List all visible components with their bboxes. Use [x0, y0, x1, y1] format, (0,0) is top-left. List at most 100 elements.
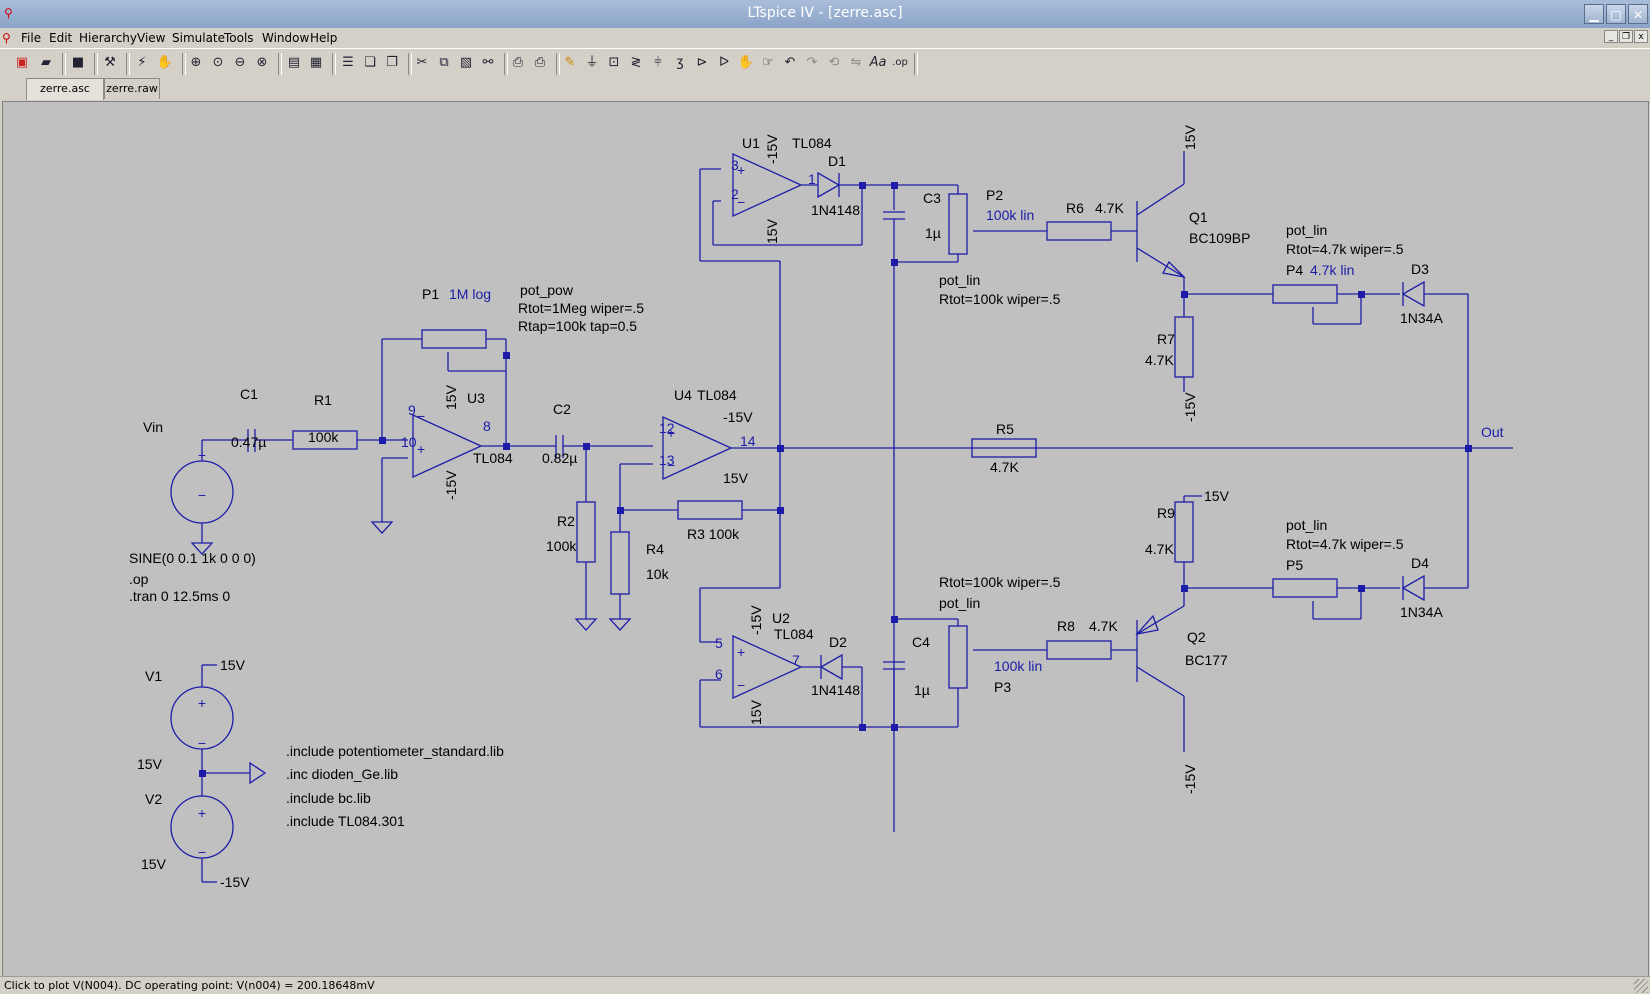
component-icon[interactable]: ᐅ [719, 55, 729, 70]
menu-edit[interactable]: Edit [49, 31, 73, 45]
label-p4[interactable]: P4 [1286, 262, 1303, 278]
label-u4-model[interactable]: TL084 [697, 387, 737, 403]
label-u1-vneg[interactable]: -15V [764, 134, 780, 164]
label-p3-value[interactable]: 100k lin [994, 658, 1042, 674]
label-r7[interactable]: R7 [1157, 331, 1175, 347]
label-r8[interactable]: R8 [1057, 618, 1075, 634]
label-u4-vpos[interactable]: 15V [723, 470, 749, 486]
label-r5[interactable]: R5 [996, 421, 1014, 437]
label-d4-model[interactable]: 1N34A [1400, 604, 1443, 620]
label-p2-model[interactable]: pot_lin [939, 272, 980, 288]
inductor-icon[interactable]: ʒ [676, 55, 684, 70]
mdi-restore-icon[interactable]: ❐ [1619, 30, 1633, 43]
label-v1[interactable]: V1 [145, 668, 162, 684]
label-u4[interactable]: U4 [674, 387, 692, 403]
label-r6-value[interactable]: 4.7K [1095, 200, 1124, 216]
resistor-icon[interactable]: ≷ [630, 55, 642, 70]
label-q1[interactable]: Q1 [1189, 209, 1208, 225]
new-schematic-icon[interactable]: ▣ [15, 55, 29, 70]
menu-hierarchy[interactable]: Hierarchy [79, 31, 138, 45]
rotate-icon[interactable]: ⟲ [828, 55, 840, 70]
label-q1-model[interactable]: BC109BP [1189, 230, 1250, 246]
label-c1-value[interactable]: 0.47µ [231, 434, 266, 450]
open-icon[interactable]: ▰ [41, 55, 51, 70]
label-u2-model[interactable]: TL084 [774, 626, 814, 642]
zoom-in-icon[interactable]: ⊕ [190, 55, 202, 70]
plot-settings-icon[interactable]: ▦ [309, 55, 323, 70]
label-r3[interactable]: R3 100k [687, 526, 740, 542]
label-u2-vneg[interactable]: -15V [748, 605, 764, 635]
label-u1[interactable]: U1 [742, 135, 760, 151]
label-p4-params[interactable]: Rtot=4.7k wiper=.5 [1286, 241, 1404, 257]
label-r2[interactable]: R2 [557, 513, 575, 529]
label-c3[interactable]: C3 [923, 190, 941, 206]
label-q2-emitter[interactable]: -15V [1182, 764, 1198, 794]
label-u1-model[interactable]: TL084 [792, 135, 832, 151]
directive-include-1[interactable]: .include potentiometer_standard.lib [286, 743, 504, 759]
label-p4-model[interactable]: pot_lin [1286, 222, 1327, 238]
paste-icon[interactable]: ▧ [459, 55, 473, 70]
label-u1-vpos[interactable]: 15V [764, 218, 780, 244]
move-icon[interactable]: ✋ [737, 55, 755, 70]
pan-icon[interactable]: ⊙ [212, 55, 224, 70]
minimize-icon[interactable]: ▁ [1584, 4, 1604, 24]
label-p1-value[interactable]: 1M log [449, 286, 491, 302]
label-d4[interactable]: D4 [1411, 555, 1429, 571]
label-p1-model[interactable]: pot_pow [520, 282, 574, 298]
halt-icon[interactable]: ✋ [156, 55, 174, 70]
redo-icon[interactable]: ↷ [806, 55, 818, 70]
print-icon[interactable]: ⎙ [534, 55, 546, 70]
label-d3-model[interactable]: 1N34A [1400, 310, 1443, 326]
cut-icon[interactable]: ✂ [416, 55, 428, 70]
cascade-icon[interactable]: ❏ [364, 55, 376, 70]
menu-tools[interactable]: Tools [224, 31, 254, 45]
label-p3-params[interactable]: Rtot=100k wiper=.5 [939, 574, 1061, 590]
label-sine[interactable]: SINE(0 0.1 1k 0 0 0) [129, 550, 256, 566]
diode-icon[interactable]: ⊳ [696, 55, 708, 70]
label-p5-model[interactable]: pot_lin [1286, 517, 1327, 533]
label-p5-params[interactable]: Rtot=4.7k wiper=.5 [1286, 536, 1404, 552]
zoom-out-icon[interactable]: ⊖ [234, 55, 246, 70]
copy-icon[interactable]: ⧉ [439, 55, 449, 70]
zoom-fit-icon[interactable]: ⊗ [256, 55, 268, 70]
schematic-drawing[interactable]: +− +− +− −+ +− +− +− Vin SINE(0 0.1 1k 0… [3, 102, 1648, 976]
label-u3-model[interactable]: TL084 [473, 450, 513, 466]
label-d1-model[interactable]: 1N4148 [811, 202, 860, 218]
menu-view[interactable]: View [137, 31, 166, 45]
menu-simulate[interactable]: Simulate [172, 31, 226, 45]
net-label-out[interactable]: Out [1481, 424, 1504, 440]
label-d3[interactable]: D3 [1411, 261, 1429, 277]
label-p1[interactable]: P1 [422, 286, 439, 302]
menu-help[interactable]: Help [310, 31, 338, 45]
label-r8-value[interactable]: 4.7K [1089, 618, 1118, 634]
label-q1-collector[interactable]: 15V [1182, 124, 1198, 150]
label-p3-model[interactable]: pot_lin [939, 595, 980, 611]
label-r9-value[interactable]: 4.7K [1145, 541, 1174, 557]
label-d2-model[interactable]: 1N4148 [811, 682, 860, 698]
label-r7-value[interactable]: 4.7K [1145, 352, 1174, 368]
label-c3-value[interactable]: 1µ [925, 225, 941, 241]
label-r9[interactable]: R9 [1157, 505, 1175, 521]
label-u2[interactable]: U2 [772, 610, 790, 626]
app-icon[interactable]: ⚲ [4, 6, 13, 20]
label-d1[interactable]: D1 [828, 153, 846, 169]
print-setup-icon[interactable]: ⎙ [512, 55, 524, 70]
mdi-minimize-icon[interactable]: _ [1604, 30, 1618, 43]
label-d2[interactable]: D2 [829, 634, 847, 650]
label-tran[interactable]: .tran 0 12.5ms 0 [129, 588, 230, 604]
undo-icon[interactable]: ↶ [784, 55, 796, 70]
label-v2[interactable]: V2 [145, 791, 162, 807]
label-c2[interactable]: C2 [553, 401, 571, 417]
autorange-icon[interactable]: ▤ [287, 55, 301, 70]
text-icon[interactable]: Aa [869, 55, 887, 70]
find-icon[interactable]: ⚯ [482, 55, 494, 70]
resize-grip-icon[interactable] [1634, 979, 1648, 993]
label-r1[interactable]: R1 [314, 392, 332, 408]
label-u3-vpos[interactable]: 15V [443, 384, 459, 410]
label-c4[interactable]: C4 [912, 634, 930, 650]
tile-vertical-icon[interactable]: ❐ [386, 55, 398, 70]
label-c1[interactable]: C1 [240, 386, 258, 402]
maximize-icon[interactable]: □ [1606, 4, 1626, 24]
label-u4-vneg[interactable]: -15V [723, 409, 753, 425]
label-p5[interactable]: P5 [1286, 557, 1303, 573]
